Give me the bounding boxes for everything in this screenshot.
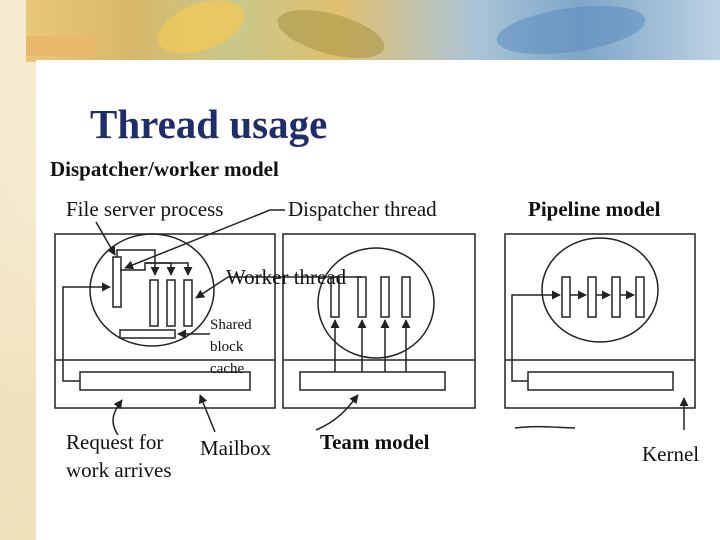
request-label-line2: work arrives: [66, 458, 172, 483]
team-thread: [381, 277, 389, 317]
team-model-label: Team model: [320, 430, 429, 455]
request-path-arrow: [63, 287, 110, 381]
team-model-process-box: [283, 234, 475, 408]
dispatch-arrow: [145, 263, 188, 275]
pipeline-thread: [612, 277, 620, 317]
pipeline-curve: [515, 427, 575, 428]
pipeline-thread: [562, 277, 570, 317]
worker-thread-label: Worker thread: [226, 265, 346, 290]
pipeline-thread: [636, 277, 644, 317]
shared-block-cache-label-line2: block: [210, 336, 243, 358]
kernel-label: Kernel: [642, 442, 699, 467]
shared-block-cache: [120, 330, 175, 338]
mailbox-pointer: [200, 395, 215, 432]
shared-block-cache-label-line1: Shared: [210, 314, 252, 336]
dispatcher-thread: [113, 257, 121, 307]
dispatch-arrow: [120, 263, 171, 275]
process-address-space: [90, 234, 214, 346]
team-thread: [402, 277, 410, 317]
worker-thread: [150, 280, 158, 326]
pipeline-request-arrow: [512, 295, 560, 381]
kernel-mailbox-area: [300, 372, 445, 390]
dispatcher-thread-label: Dispatcher thread: [288, 197, 437, 222]
team-model-pointer: [316, 395, 358, 430]
request-label-line1: Request for: [66, 430, 163, 455]
team-thread: [358, 277, 366, 317]
worker-thread-pointer: [196, 277, 228, 298]
pipeline-thread: [588, 277, 596, 317]
shared-block-cache-label-line3: cache: [210, 358, 244, 380]
pipeline-model-label: Pipeline model: [528, 197, 660, 222]
mailbox-label: Mailbox: [200, 436, 271, 461]
process-address-space: [542, 238, 658, 342]
file-server-process-label: File server process: [66, 197, 223, 222]
kernel-mailbox-area: [528, 372, 673, 390]
worker-thread: [184, 280, 192, 326]
file-server-pointer: [96, 222, 115, 255]
pipeline-model-process-box: [505, 234, 695, 408]
worker-thread: [167, 280, 175, 326]
